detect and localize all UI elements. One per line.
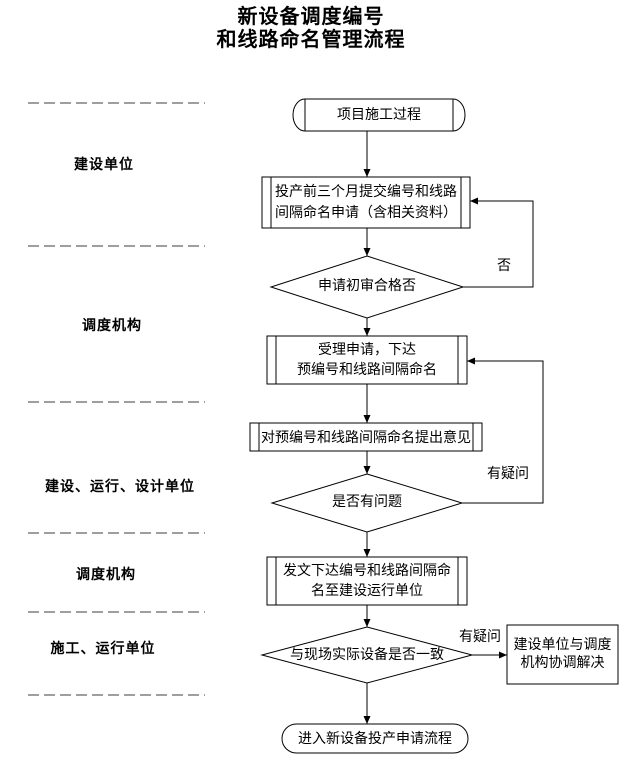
process-accept-shape	[266, 335, 468, 385]
decision-verify-label: 与现场实际设备是否一致	[290, 648, 444, 663]
lane-label-construction-unit: 建设单位	[74, 158, 134, 173]
decision-verify-shape	[260, 626, 474, 684]
process-submit-line2: 间隔命名申请（含相关资料）	[275, 206, 457, 221]
decision-problem-label: 是否有问题	[332, 495, 402, 510]
lane-label-dispatch-org-2: 调度机构	[76, 568, 136, 583]
process-coordinate-line1: 建设单位与调度	[513, 638, 612, 653]
decision-problem-shape	[270, 473, 464, 533]
terminator-end-label: 进入新设备投产申请流程	[298, 732, 452, 747]
process-issue-line2: 名至建设运行单位	[311, 584, 423, 599]
process-submit-line1: 投产前三个月提交编号和线路	[275, 185, 457, 200]
edge-review-no-loop	[463, 197, 534, 288]
decision-review-shape	[269, 255, 465, 319]
lane-dividers	[28, 102, 205, 696]
lane-label-operation-units: 施工、运行单位	[50, 642, 156, 657]
connectors	[363, 131, 544, 724]
process-comment-label: 对预编号和线路间隔命名提出意见	[261, 431, 471, 446]
decision-review-label: 申请初审合格否	[318, 279, 416, 294]
process-accept-line2: 预编号和线路间隔命名	[297, 363, 437, 378]
process-issue-line1: 发文下达编号和线路间隔命	[283, 564, 451, 579]
process-issue-shape	[266, 556, 468, 606]
process-comment-shape	[249, 422, 483, 452]
terminator-start-shape	[292, 98, 466, 132]
page-title: 新设备调度编号 和线路命名管理流程	[0, 6, 622, 52]
edge-problem-doubt-loop	[462, 357, 544, 504]
edge-label-doubt-problem: 有疑问	[487, 467, 529, 482]
terminator-end-shape	[281, 723, 469, 754]
edge-label-doubt-verify: 有疑问	[459, 630, 501, 645]
page-title-line1: 新设备调度编号	[237, 6, 385, 28]
edge-label-no: 否	[497, 259, 511, 274]
lane-label-dispatch-org-1: 调度机构	[82, 319, 142, 334]
terminator-start-label: 项目施工过程	[337, 108, 421, 123]
page-title-line2: 和线路命名管理流程	[216, 29, 406, 51]
lane-label-multi-units: 建设、运行、设计单位	[45, 480, 195, 495]
process-submit-shape	[261, 176, 471, 229]
process-accept-line1: 受理申请，下达	[318, 343, 416, 358]
process-coordinate-shape	[506, 624, 619, 685]
process-coordinate-line2: 机构协调解决	[520, 656, 605, 671]
